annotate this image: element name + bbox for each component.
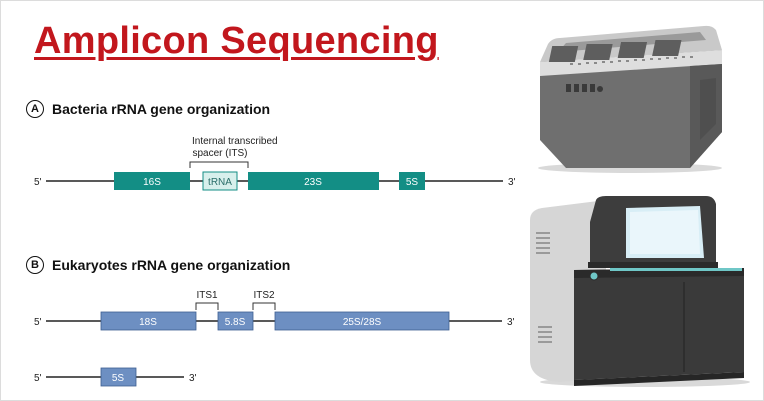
section-a-heading: A Bacteria rRNA gene organization bbox=[26, 100, 270, 118]
pcr-thermocycler-icon bbox=[538, 25, 722, 173]
its-bracket bbox=[189, 161, 249, 168]
gene-eukaryote-5s-box bbox=[100, 367, 137, 387]
its-label-line2: spacer (ITS) bbox=[192, 148, 247, 159]
gene-eukaryote-5s-label: 5S bbox=[112, 373, 125, 384]
eukaryote-three-prime: 3' bbox=[507, 317, 515, 328]
dna-sequencer-icon bbox=[530, 196, 750, 387]
gene-trna-box bbox=[202, 171, 238, 191]
section-b-heading: B Eukaryotes rRNA gene organization bbox=[26, 256, 290, 274]
bacteria-five-prime: 5' bbox=[34, 177, 42, 188]
gene-25s-28s-box bbox=[274, 311, 450, 331]
eukaryote-operon: ITS1 ITS2 5' 3' 18S 5.8S 25S/28S 5' 3' 5… bbox=[34, 290, 515, 387]
bacteria-operon: Internal transcribed spacer (ITS) 5' 3' … bbox=[34, 136, 516, 191]
bacteria-three-prime: 3' bbox=[508, 177, 516, 188]
its2-bracket bbox=[252, 302, 276, 310]
gene-16s-box bbox=[114, 172, 190, 190]
section-b-badge: B bbox=[26, 256, 44, 274]
gene-trna-label: tRNA bbox=[208, 177, 232, 188]
gene-58s-box bbox=[217, 311, 254, 331]
section-b-title: Eukaryotes rRNA gene organization bbox=[52, 257, 291, 273]
gene-25s-28s-label: 25S/28S bbox=[343, 317, 382, 328]
gene-23s-box bbox=[248, 172, 379, 190]
eukaryote-5s-five-prime: 5' bbox=[34, 373, 42, 384]
gene-18s-box bbox=[100, 311, 197, 331]
gene-5s-box bbox=[399, 172, 425, 190]
gene-16s-label: 16S bbox=[143, 177, 161, 188]
its1-label: ITS1 bbox=[196, 290, 218, 301]
eukaryote-5s-three-prime: 3' bbox=[189, 373, 197, 384]
page-title: Amplicon Sequencing bbox=[34, 20, 439, 62]
its2-label: ITS2 bbox=[253, 290, 275, 301]
gene-58s-label: 5.8S bbox=[225, 317, 246, 328]
gene-5s-label: 5S bbox=[406, 177, 419, 188]
section-a-title: Bacteria rRNA gene organization bbox=[52, 101, 271, 117]
gene-23s-label: 23S bbox=[304, 177, 322, 188]
gene-18s-label: 18S bbox=[139, 317, 157, 328]
its1-bracket bbox=[195, 302, 219, 310]
its-label-line1: Internal transcribed bbox=[192, 136, 278, 147]
eukaryote-five-prime: 5' bbox=[34, 317, 42, 328]
section-a-badge: A bbox=[26, 100, 44, 118]
